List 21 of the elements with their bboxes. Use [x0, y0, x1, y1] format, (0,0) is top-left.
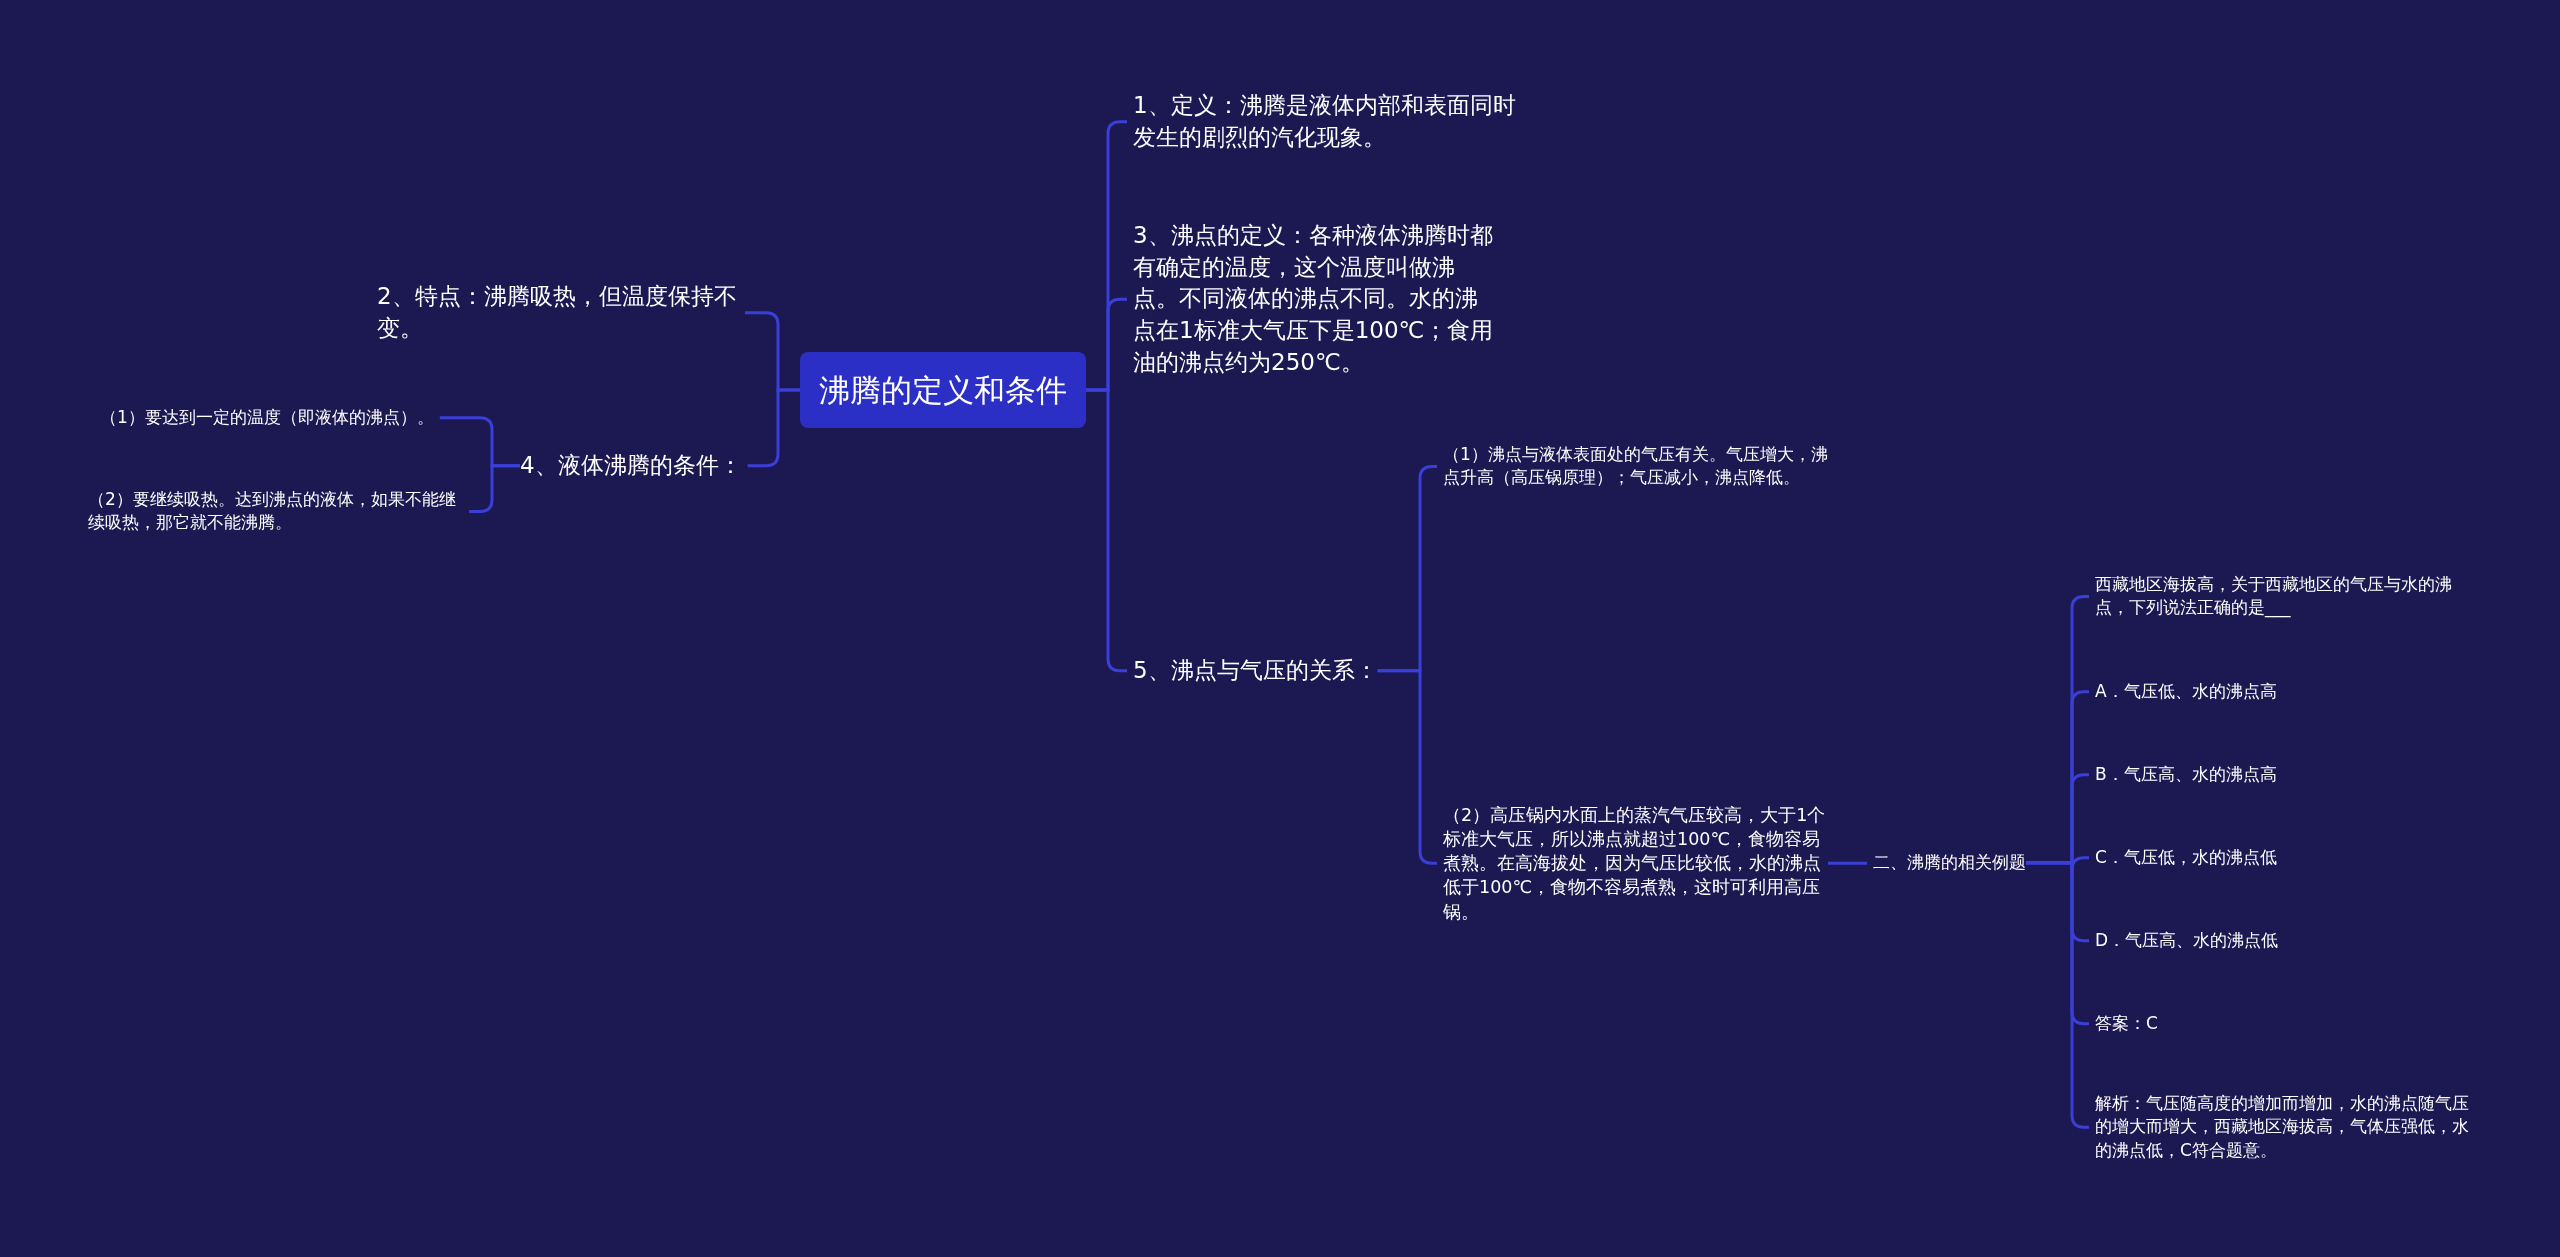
topic-text: 答案：C	[2095, 1012, 2158, 1036]
topic-text: 2、特点：沸腾吸热，但温度保持不变。	[377, 281, 739, 345]
topic-text: （2）高压锅内水面上的蒸汽气压较高，大于1个标准大气压，所以沸点就超过100℃，食物容易煮熟。在高海拔处，因为气压比较低，水的沸点低于100℃，食物不容易煮熟，这时可利用高压锅。	[1443, 803, 1828, 924]
topic-text: （2）要继续吸热。达到沸点的液体，如果不能继续吸热，那它就不能沸腾。	[88, 488, 463, 535]
topic-text: 5、沸点与气压的关系：	[1133, 655, 1378, 687]
topic-text: B．气压高、水的沸点高	[2095, 763, 2277, 787]
topic-text: （1）沸点与液体表面处的气压有关。气压增大，沸点升高（高压锅原理）；气压减小，沸点降低。	[1443, 443, 1828, 490]
topic-text: 4、液体沸腾的条件：	[520, 450, 742, 482]
topic-text: A．气压低、水的沸点高	[2095, 680, 2277, 704]
central-topic-box: 沸腾的定义和条件	[800, 352, 1086, 428]
topic-text: 二、沸腾的相关例题	[1873, 851, 2026, 875]
topic-text: （1）要达到一定的温度（即液体的沸点）。	[100, 406, 434, 430]
topic-text: C．气压低，水的沸点低	[2095, 846, 2277, 870]
branch-line	[469, 464, 520, 513]
topic-text: 1、定义：沸腾是液体内部和表面同时发生的剧烈的汽化现象。	[1133, 90, 1518, 154]
branch-line	[2026, 861, 2089, 1129]
topic-text: 西藏地区海拔高，关于西藏地区的气压与水的沸点，下列说法正确的是___	[2095, 573, 2485, 620]
branch-line	[1828, 861, 1867, 865]
topic-text: 3、沸点的定义：各种液体沸腾时都有确定的温度，这个温度叫做沸点。不同液体的沸点不同。水的沸点在1标准大气压下是100℃；食用油的沸点约为250℃。	[1133, 220, 1495, 379]
topic-text: 解析：气压随高度的增加而增加，水的沸点随气压的增大而增大，西藏地区海拔高，气体压强低，水的沸点低，C符合题意。	[2095, 1092, 2485, 1163]
topic-text: D．气压高、水的沸点低	[2095, 929, 2279, 953]
